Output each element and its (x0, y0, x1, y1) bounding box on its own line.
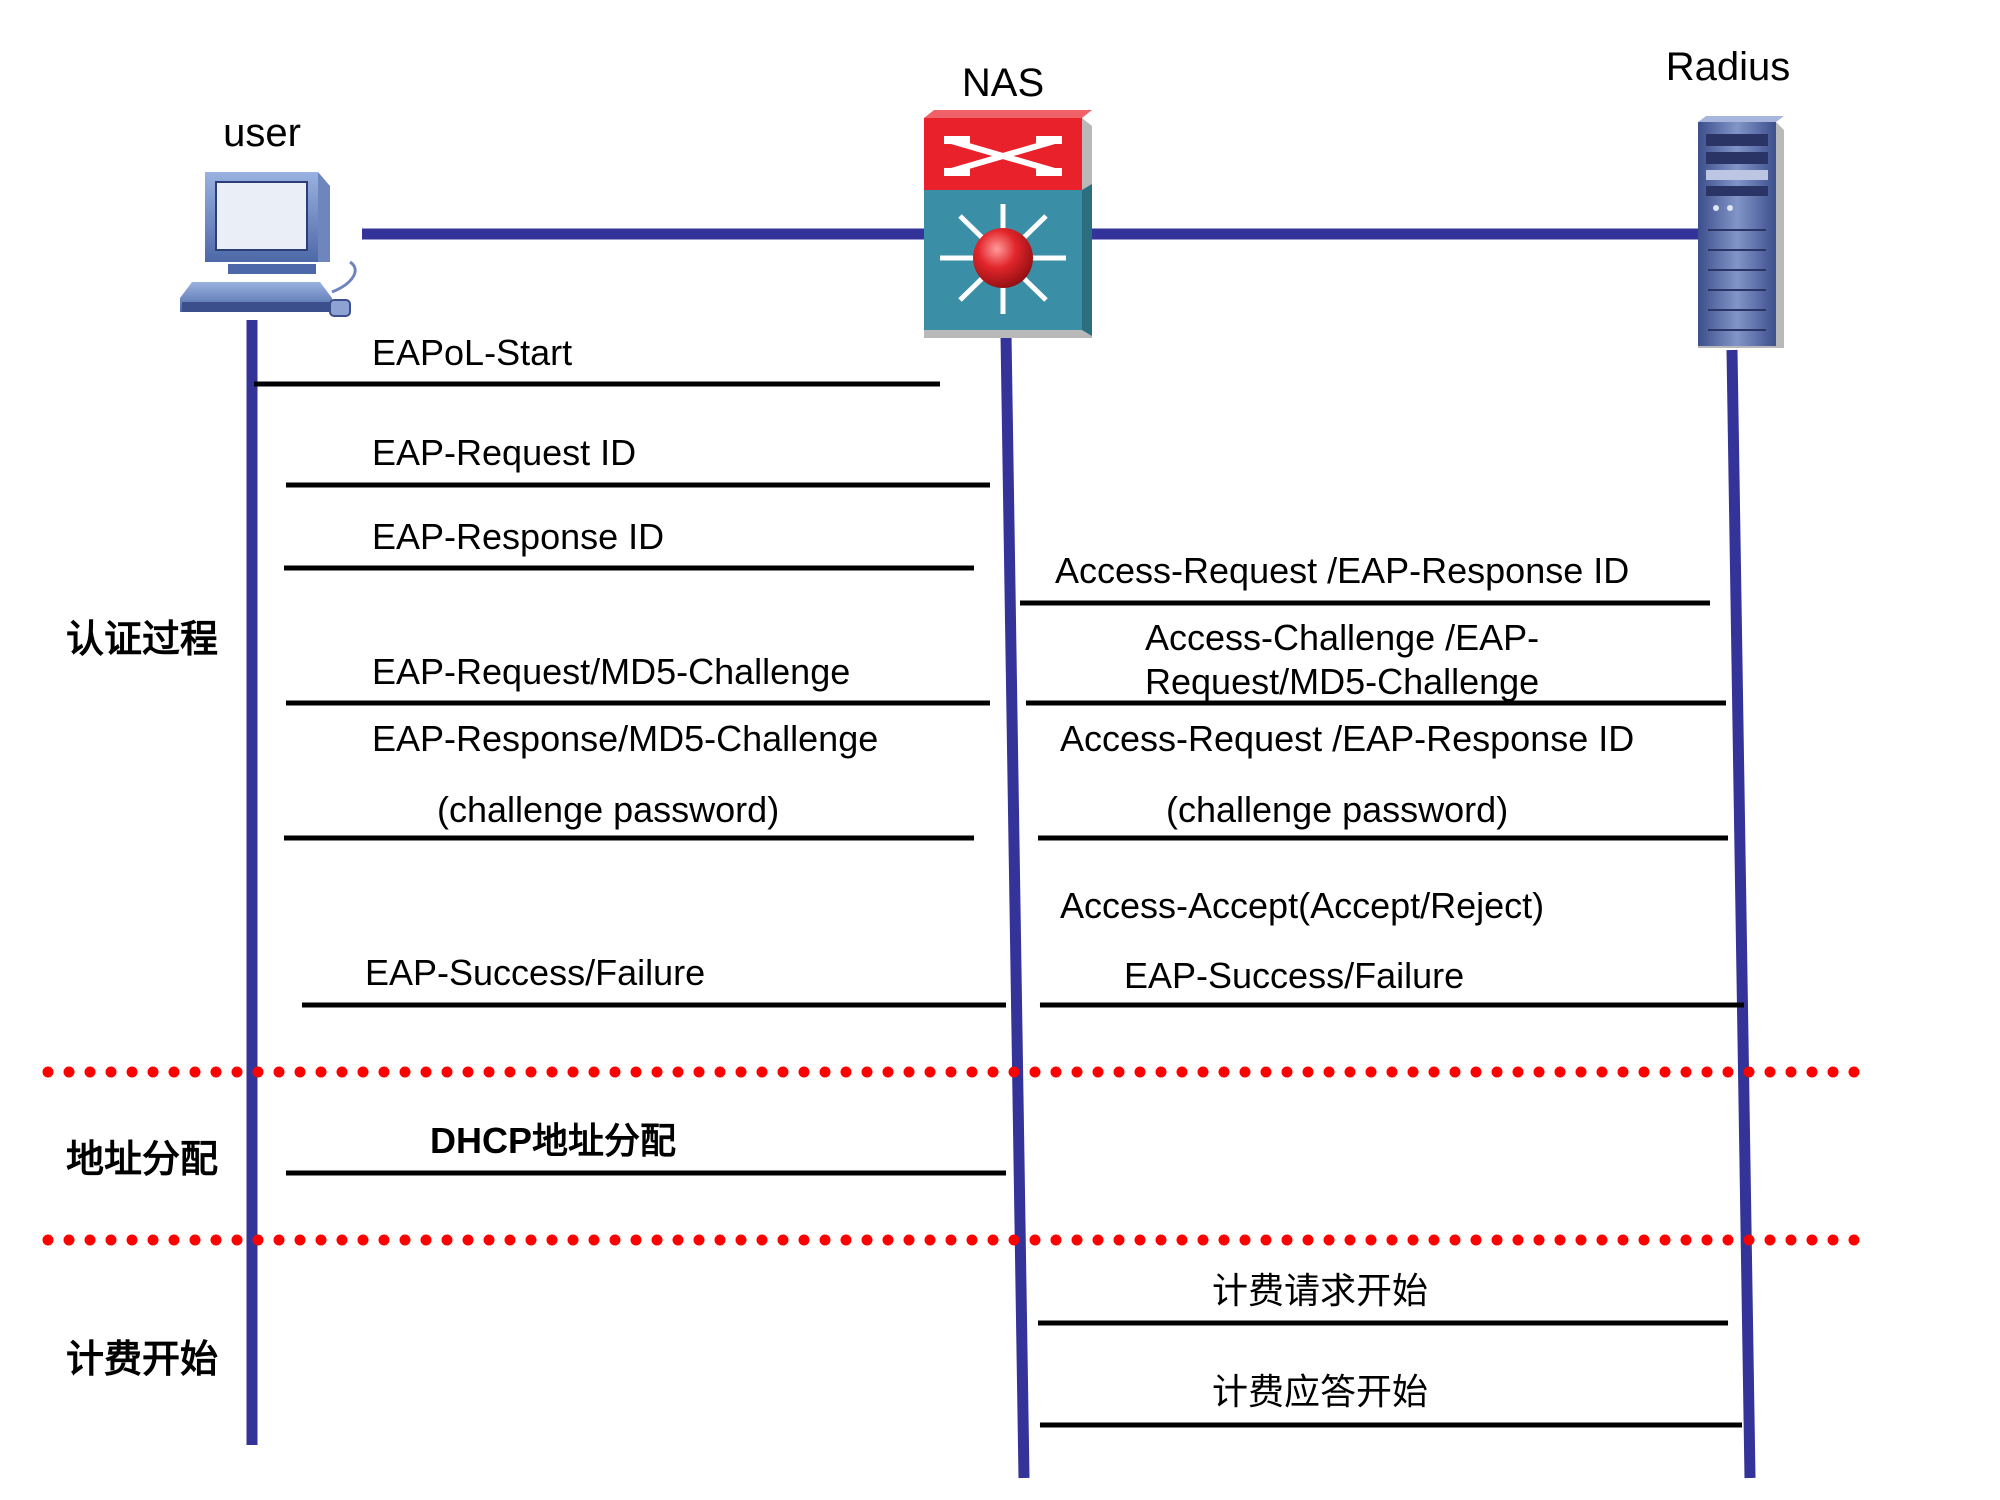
message-label: EAPoL-Start (372, 332, 572, 373)
message-label: EAP-Success/Failure (1124, 955, 1464, 996)
message-label: EAP-Request ID (372, 432, 636, 473)
computer-icon (180, 172, 357, 317)
message-label: EAP-Response ID (372, 516, 664, 557)
message-label: 计费应答开始 (1212, 1371, 1428, 1412)
message-label: Access-Request /EAP-Response ID (1060, 718, 1634, 759)
message-label: EAP-Success/Failure (365, 952, 705, 993)
phase-label-accounting: 计费开始 (66, 1339, 218, 1381)
switch-icon (924, 110, 1092, 338)
message-label: Access-Accept(Accept/Reject) (1060, 885, 1544, 926)
message-label: EAP-Request/MD5-Challenge (372, 651, 850, 692)
message-arrows (254, 381, 1744, 1428)
node-label-nas: NAS (962, 61, 1044, 105)
lifeline-radius (1726, 349, 1756, 1479)
message-labels: EAPoL-Start EAP-Request ID EAP-Response … (365, 332, 1634, 1412)
message-label: Access-Challenge /EAP- (1145, 617, 1539, 658)
node-label-user: user (223, 111, 301, 155)
message-label: Request/MD5-Challenge (1145, 661, 1539, 702)
message-label: DHCP地址分配 (430, 1120, 676, 1161)
phase-label-address: 地址分配 (66, 1139, 218, 1181)
node-label-radius: Radius (1666, 45, 1791, 89)
lifeline-nas (1000, 334, 1030, 1479)
phase-label-auth: 认证过程 (66, 619, 218, 661)
message-label: (challenge password) (1166, 789, 1508, 830)
message-label: EAP-Response/MD5-Challenge (372, 718, 878, 759)
message-label: 计费请求开始 (1212, 1270, 1428, 1311)
message-label: Access-Request /EAP-Response ID (1055, 550, 1629, 591)
message-label: (challenge password) (437, 789, 779, 830)
server-icon (1698, 116, 1784, 348)
